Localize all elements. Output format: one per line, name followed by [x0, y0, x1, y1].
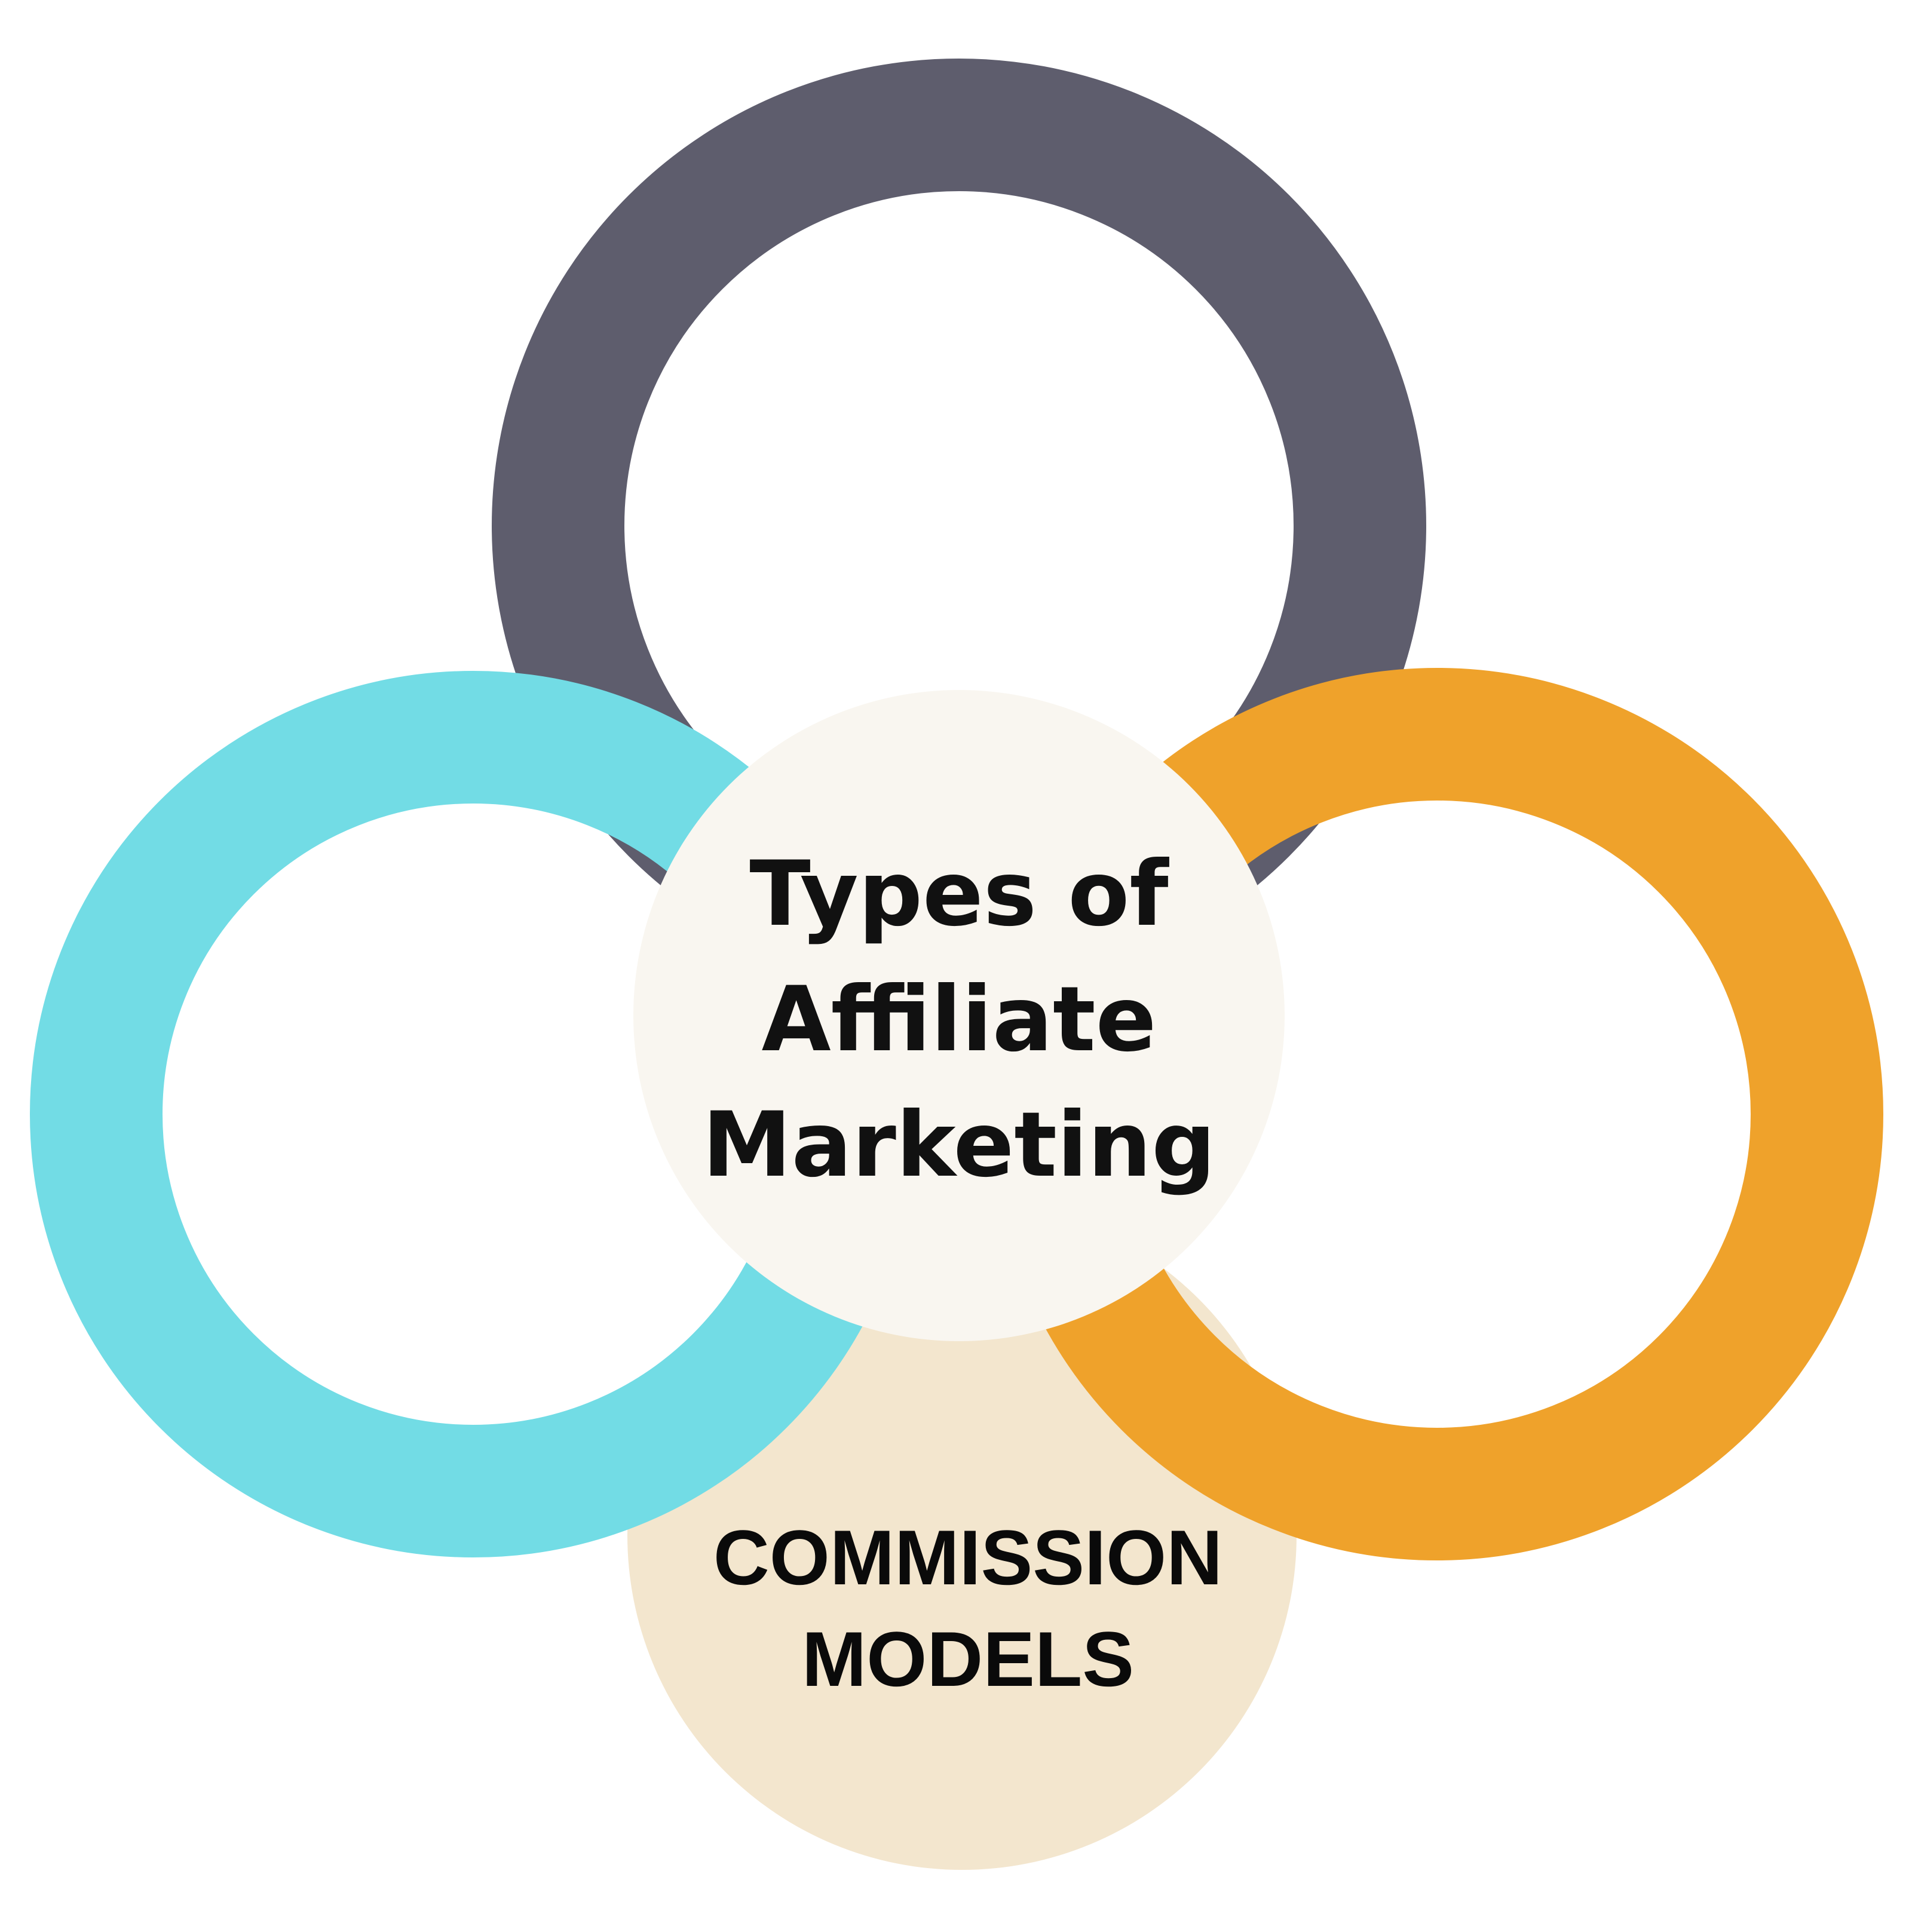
center-title-line-3: Marketing [702, 1093, 1215, 1197]
commission-models-label: COMMISSION MODELS [713, 1514, 1222, 1703]
center-circle [633, 690, 1285, 1341]
commission-models-line-1: COMMISSION [713, 1514, 1222, 1601]
commission-models-line-2: MODELS [802, 1615, 1134, 1703]
center-title-line-2: Affiliate [762, 968, 1157, 1072]
center-title-line-1: Types of [749, 842, 1169, 946]
center-title: Types of Affiliate Marketing [702, 842, 1215, 1197]
